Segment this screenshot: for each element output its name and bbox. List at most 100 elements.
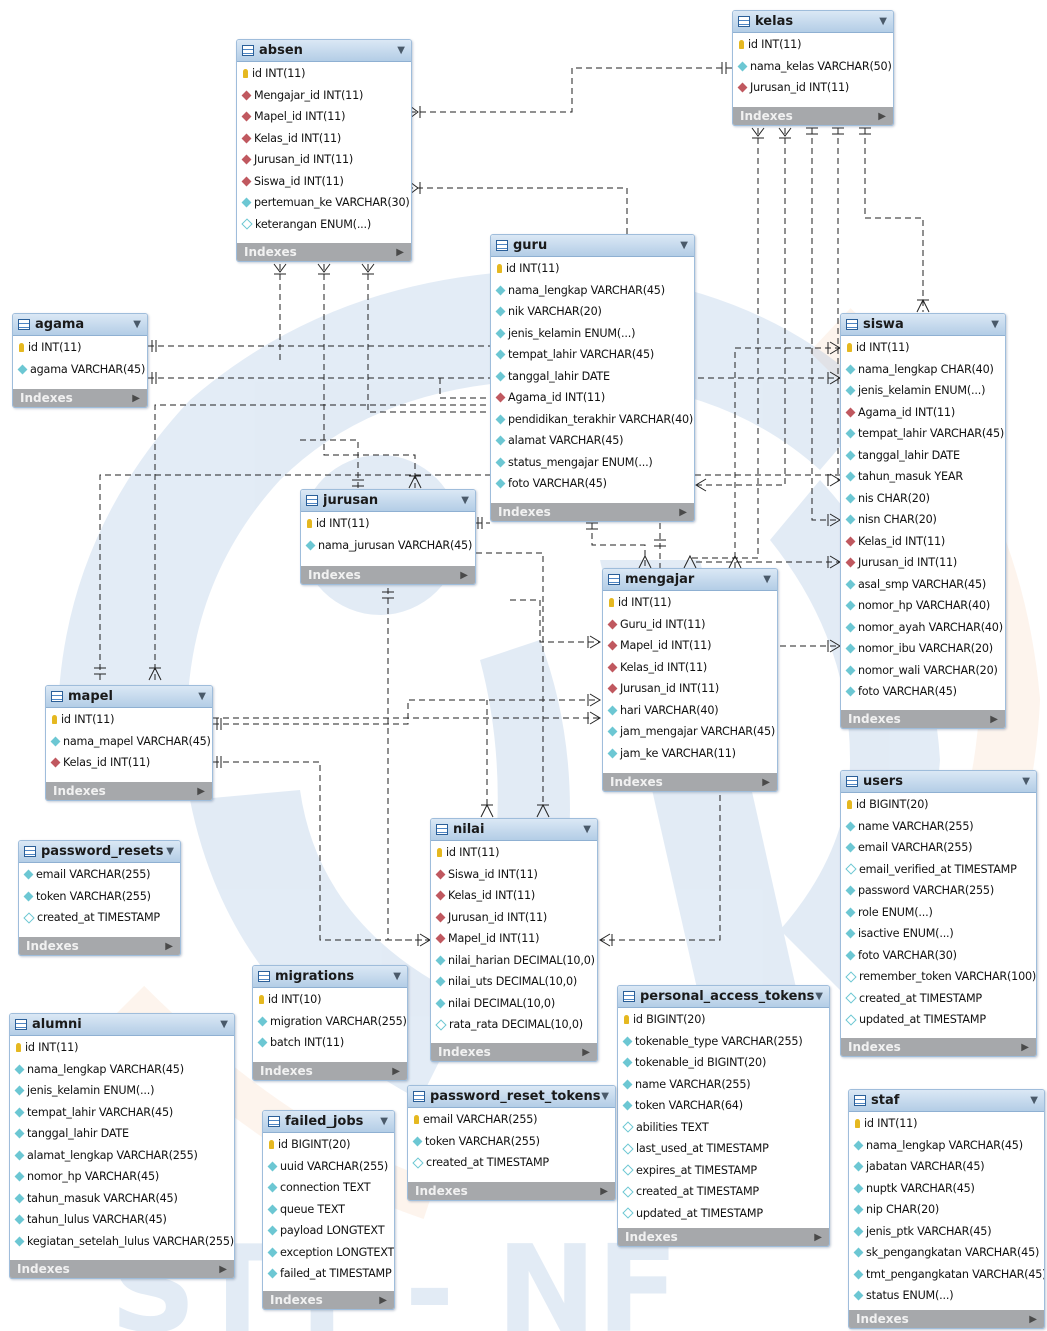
column-row[interactable]: name VARCHAR(255) — [618, 1074, 829, 1096]
chevron-down-icon[interactable]: ▼ — [680, 240, 688, 251]
column-row[interactable]: pendidikan_terakhir VARCHAR(40) — [491, 409, 694, 431]
column-row[interactable]: id BIGINT(20) — [618, 1009, 829, 1031]
table-kelas[interactable]: kelas▼id INT(11)nama_kelas VARCHAR(50)Ju… — [732, 10, 894, 126]
column-row[interactable]: kegiatan_setelah_lulus VARCHAR(255) — [10, 1231, 234, 1253]
column-row[interactable]: status_mengajar ENUM(...) — [491, 452, 694, 474]
column-row[interactable]: nama_lengkap VARCHAR(45) — [491, 280, 694, 302]
indexes-bar[interactable]: Indexes▶ — [733, 107, 893, 125]
table-mapel[interactable]: mapel▼id INT(11)nama_mapel VARCHAR(45)Ke… — [45, 685, 213, 801]
table-personal-access-tokens[interactable]: personal_access_tokens▼id BIGINT(20)toke… — [617, 985, 830, 1247]
column-row[interactable]: payload LONGTEXT — [263, 1220, 394, 1242]
triangle-right-icon[interactable]: ▶ — [878, 110, 886, 122]
chevron-down-icon[interactable]: ▼ — [1022, 776, 1030, 787]
triangle-right-icon[interactable]: ▶ — [582, 1046, 590, 1058]
column-row[interactable]: nilai_harian DECIMAL(10,0) — [431, 950, 597, 972]
triangle-right-icon[interactable]: ▶ — [219, 1263, 227, 1275]
column-row[interactable]: created_at TIMESTAMP — [19, 907, 180, 929]
triangle-right-icon[interactable]: ▶ — [392, 1065, 400, 1077]
column-row[interactable]: tanggal_lahir DATE — [10, 1123, 234, 1145]
table-staf[interactable]: staf▼id INT(11)nama_lengkap VARCHAR(45)j… — [848, 1089, 1045, 1329]
table-absen[interactable]: absen▼id INT(11)Mengajar_id INT(11)Mapel… — [236, 39, 412, 262]
triangle-right-icon[interactable]: ▶ — [990, 713, 998, 725]
column-row[interactable]: isactive ENUM(...) — [841, 923, 1036, 945]
column-row[interactable]: Mapel_id INT(11) — [603, 635, 777, 657]
indexes-bar[interactable]: Indexes▶ — [301, 566, 475, 584]
column-row[interactable]: id INT(11) — [237, 63, 411, 85]
indexes-bar[interactable]: Indexes▶ — [491, 503, 694, 521]
column-row[interactable]: Kelas_id INT(11) — [431, 885, 597, 907]
column-row[interactable]: id INT(11) — [491, 258, 694, 280]
column-row[interactable]: Siswa_id INT(11) — [431, 864, 597, 886]
table-jurusan[interactable]: jurusan▼id INT(11)nama_jurusan VARCHAR(4… — [300, 489, 476, 585]
column-row[interactable]: migration VARCHAR(255) — [253, 1011, 407, 1033]
triangle-right-icon[interactable]: ▶ — [197, 785, 205, 797]
column-row[interactable]: status ENUM(...) — [849, 1285, 1044, 1307]
column-row[interactable]: nuptk VARCHAR(45) — [849, 1178, 1044, 1200]
column-row[interactable]: id INT(11) — [841, 337, 1005, 359]
triangle-right-icon[interactable]: ▶ — [679, 506, 687, 518]
chevron-down-icon[interactable]: ▼ — [991, 319, 999, 330]
indexes-bar[interactable]: Indexes▶ — [237, 243, 411, 261]
column-row[interactable]: created_at TIMESTAMP — [618, 1181, 829, 1203]
column-row[interactable]: Kelas_id INT(11) — [237, 128, 411, 150]
column-row[interactable]: name VARCHAR(255) — [841, 816, 1036, 838]
table-header[interactable]: personal_access_tokens▼ — [618, 986, 829, 1008]
column-row[interactable]: token VARCHAR(255) — [19, 886, 180, 908]
chevron-down-icon[interactable]: ▼ — [166, 846, 174, 857]
indexes-bar[interactable]: Indexes▶ — [19, 937, 180, 955]
table-header[interactable]: password_reset_tokens▼ — [408, 1086, 615, 1108]
column-row[interactable]: exception LONGTEXT — [263, 1242, 394, 1264]
column-row[interactable]: alamat VARCHAR(45) — [491, 430, 694, 452]
column-row[interactable]: tempat_lahir VARCHAR(45) — [10, 1102, 234, 1124]
column-row[interactable]: tanggal_lahir DATE — [841, 445, 1005, 467]
column-row[interactable]: Mapel_id INT(11) — [237, 106, 411, 128]
column-row[interactable]: remember_token VARCHAR(100) — [841, 966, 1036, 988]
triangle-right-icon[interactable]: ▶ — [600, 1185, 608, 1197]
column-row[interactable]: tempat_lahir VARCHAR(45) — [491, 344, 694, 366]
chevron-down-icon[interactable]: ▼ — [198, 691, 206, 702]
column-row[interactable]: jenis_kelamin ENUM(...) — [491, 323, 694, 345]
table-header[interactable]: mapel▼ — [46, 686, 212, 708]
column-row[interactable]: Mengajar_id INT(11) — [237, 85, 411, 107]
triangle-right-icon[interactable]: ▶ — [460, 569, 468, 581]
column-row[interactable]: tahun_masuk VARCHAR(45) — [10, 1188, 234, 1210]
indexes-bar[interactable]: Indexes▶ — [10, 1260, 234, 1278]
table-nilai[interactable]: nilai▼id INT(11)Siswa_id INT(11)Kelas_id… — [430, 818, 598, 1062]
column-row[interactable]: Mapel_id INT(11) — [431, 928, 597, 950]
column-row[interactable]: nama_lengkap CHAR(40) — [841, 359, 1005, 381]
column-row[interactable]: tahun_lulus VARCHAR(45) — [10, 1209, 234, 1231]
table-failed-jobs[interactable]: failed_jobs▼id BIGINT(20)uuid VARCHAR(25… — [262, 1110, 395, 1310]
table-migrations[interactable]: migrations▼id INT(10)migration VARCHAR(2… — [252, 965, 408, 1081]
column-row[interactable]: last_used_at TIMESTAMP — [618, 1138, 829, 1160]
chevron-down-icon[interactable]: ▼ — [461, 495, 469, 506]
column-row[interactable]: jenis_ptk VARCHAR(45) — [849, 1221, 1044, 1243]
column-row[interactable]: role ENUM(...) — [841, 902, 1036, 924]
column-row[interactable]: rata_rata DECIMAL(10,0) — [431, 1014, 597, 1036]
triangle-right-icon[interactable]: ▶ — [132, 392, 140, 404]
column-row[interactable]: nama_lengkap VARCHAR(45) — [10, 1059, 234, 1081]
column-row[interactable]: id INT(11) — [849, 1113, 1044, 1135]
column-row[interactable]: id INT(11) — [603, 592, 777, 614]
chevron-down-icon[interactable]: ▼ — [763, 574, 771, 585]
column-row[interactable]: id INT(11) — [46, 709, 212, 731]
table-header[interactable]: users▼ — [841, 771, 1036, 793]
column-row[interactable]: jam_ke VARCHAR(11) — [603, 743, 777, 765]
column-row[interactable]: tempat_lahir VARCHAR(45) — [841, 423, 1005, 445]
indexes-bar[interactable]: Indexes▶ — [408, 1182, 615, 1200]
table-alumni[interactable]: alumni▼id INT(11)nama_lengkap VARCHAR(45… — [9, 1013, 235, 1279]
table-password-resets[interactable]: password_resets▼email VARCHAR(255)token … — [18, 840, 181, 956]
column-row[interactable]: hari VARCHAR(40) — [603, 700, 777, 722]
table-siswa[interactable]: siswa▼id INT(11)nama_lengkap CHAR(40)jen… — [840, 313, 1006, 729]
column-row[interactable]: nik VARCHAR(20) — [491, 301, 694, 323]
column-row[interactable]: Jurusan_id INT(11) — [603, 678, 777, 700]
column-row[interactable]: failed_at TIMESTAMP — [263, 1263, 394, 1285]
column-row[interactable]: Kelas_id INT(11) — [46, 752, 212, 774]
triangle-right-icon[interactable]: ▶ — [1021, 1041, 1029, 1053]
triangle-right-icon[interactable]: ▶ — [1029, 1313, 1037, 1325]
column-row[interactable]: Siswa_id INT(11) — [237, 171, 411, 193]
column-row[interactable]: nama_kelas VARCHAR(50) — [733, 56, 893, 78]
indexes-bar[interactable]: Indexes▶ — [253, 1062, 407, 1080]
column-row[interactable]: email VARCHAR(255) — [408, 1109, 615, 1131]
column-row[interactable]: updated_at TIMESTAMP — [841, 1009, 1036, 1031]
column-row[interactable]: id BIGINT(20) — [841, 794, 1036, 816]
